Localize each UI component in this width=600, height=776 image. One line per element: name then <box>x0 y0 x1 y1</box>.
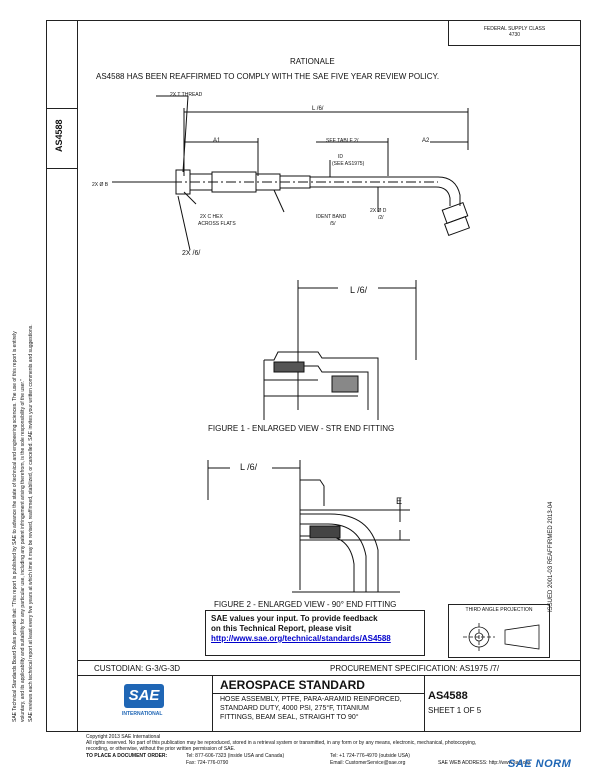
page-frame <box>46 20 581 732</box>
footer-web: SAE WEB ADDRESS: http://www.sae.org <box>438 760 530 766</box>
figure1-caption: FIGURE 1 - ENLARGED VIEW - STR END FITTI… <box>208 424 395 433</box>
titleblock-divider-2 <box>424 675 425 732</box>
label-thread: 2X T THREAD <box>170 92 203 98</box>
label-od-right: 2X Ø D <box>370 208 387 214</box>
fed-class-label: FEDERAL SUPPLY CLASS <box>483 26 546 32</box>
footer-tel-2: Tel: +1 724-776-4970 (outside USA) <box>330 753 410 759</box>
titleblock-mid-rule <box>78 675 581 676</box>
aerospace-standard: AEROSPACE STANDARD <box>220 678 365 692</box>
label-ident-band: IDENT BAND <box>316 214 347 220</box>
fed-class-number: 4730 <box>508 32 521 38</box>
title-desc-3: FITTINGS, BEAM SEAL, STRAIGHT TO 90° <box>220 714 359 721</box>
label-id: ID <box>338 154 343 160</box>
label-od-left: 2X Ø B <box>92 182 109 188</box>
footer-tel-1: Tel: 877-606-7323 (inside USA and Canada… <box>186 753 285 759</box>
hose-assembly-drawing <box>112 95 471 420</box>
side-divider-top <box>46 108 78 109</box>
label-od-right-2: /2/ <box>378 215 384 221</box>
label-l6-fig2: L /6/ <box>240 462 258 472</box>
label-see-table: SEE TABLE 2/ <box>326 138 359 144</box>
label-length: L /6/ <box>312 106 324 112</box>
feedback-link[interactable]: http://www.sae.org/technical/standards/A… <box>211 634 391 643</box>
title-doc-number: AS4588 <box>428 690 468 702</box>
watermark: SAE NORM <box>508 758 572 770</box>
figure2-caption: FIGURE 2 - ENLARGED VIEW - 90° END FITTI… <box>214 600 397 609</box>
rationale-title: RATIONALE <box>290 57 335 66</box>
label-id-see: (SEE AS1975) <box>332 161 365 167</box>
footer-rights-2: recording, or otherwise, without the pri… <box>86 746 236 752</box>
footer-fax: Fax: 724-776-0790 <box>186 760 229 766</box>
footer-copyright: Copyright 2013 SAE International <box>86 734 161 740</box>
side-divider-bottom <box>46 168 78 169</box>
side-doc-number: AS4588 <box>54 119 64 152</box>
issue-dates: ISSUED 2001-03 REAFFIRMED 2013-04 <box>548 501 554 612</box>
sae-logo: SAE <box>124 684 164 708</box>
sae-logo-text: SAE <box>128 687 160 704</box>
footer-order-label: TO PLACE A DOCUMENT ORDER: <box>86 753 168 759</box>
fed-supply-class-box: FEDERAL SUPPLY CLASS 4730 <box>448 20 581 46</box>
label-2x6: 2X /6/ <box>182 250 201 257</box>
disclaimer-line-2: voluntary, and its applicability and sui… <box>20 379 26 722</box>
label-a1: A1 <box>213 138 221 144</box>
footer-email: Email: CustomerService@sae.org <box>330 760 406 766</box>
label-hex-2: ACROSS FLATS <box>198 221 236 227</box>
titleblock-desc-rule <box>212 693 424 694</box>
left-margin-column <box>46 20 78 732</box>
sae-logo-sub: INTERNATIONAL <box>122 711 163 717</box>
disclaimer-line-3: SAE reviews each technical report at lea… <box>28 324 34 722</box>
projection-label: THIRD ANGLE PROJECTION <box>465 607 533 613</box>
label-e: E <box>396 496 403 506</box>
projection-box: THIRD ANGLE PROJECTION <box>448 604 550 658</box>
rationale-text: AS4588 HAS BEEN REAFFIRMED TO COMPLY WIT… <box>96 72 440 81</box>
title-desc-2: STANDARD DUTY, 4000 PSI, 275°F, TITANIUM <box>220 705 369 712</box>
titleblock-top-rule <box>78 660 581 661</box>
title-sheet: SHEET 1 OF 5 <box>428 706 482 715</box>
label-ident-band-2: /5/ <box>330 221 336 227</box>
figure2-drawing <box>207 460 410 593</box>
custodian: CUSTODIAN: G-3/G-3D <box>94 664 181 673</box>
titleblock-divider-1 <box>212 675 213 732</box>
feedback-line-2: on this Technical Report, please visit <box>211 624 352 633</box>
title-desc-1: HOSE ASSEMBLY, PTFE, PARA-ARAMID REINFOR… <box>220 696 402 703</box>
feedback-line-1: SAE values your input. To provide feedba… <box>211 614 378 623</box>
projection-symbol-icon <box>463 623 540 651</box>
label-hex: 2X C HEX <box>200 214 223 220</box>
disclaimer-line-1: SAE Technical Standards Board Rules prov… <box>12 331 18 722</box>
footer-rights-1: All rights reserved. No part of this pub… <box>86 740 477 746</box>
feedback-box: SAE values your input. To provide feedba… <box>205 610 425 656</box>
label-l6-fig1: L /6/ <box>350 285 368 295</box>
label-a2: A2 <box>422 138 430 144</box>
procurement-spec: PROCUREMENT SPECIFICATION: AS1975 /7/ <box>330 664 500 673</box>
